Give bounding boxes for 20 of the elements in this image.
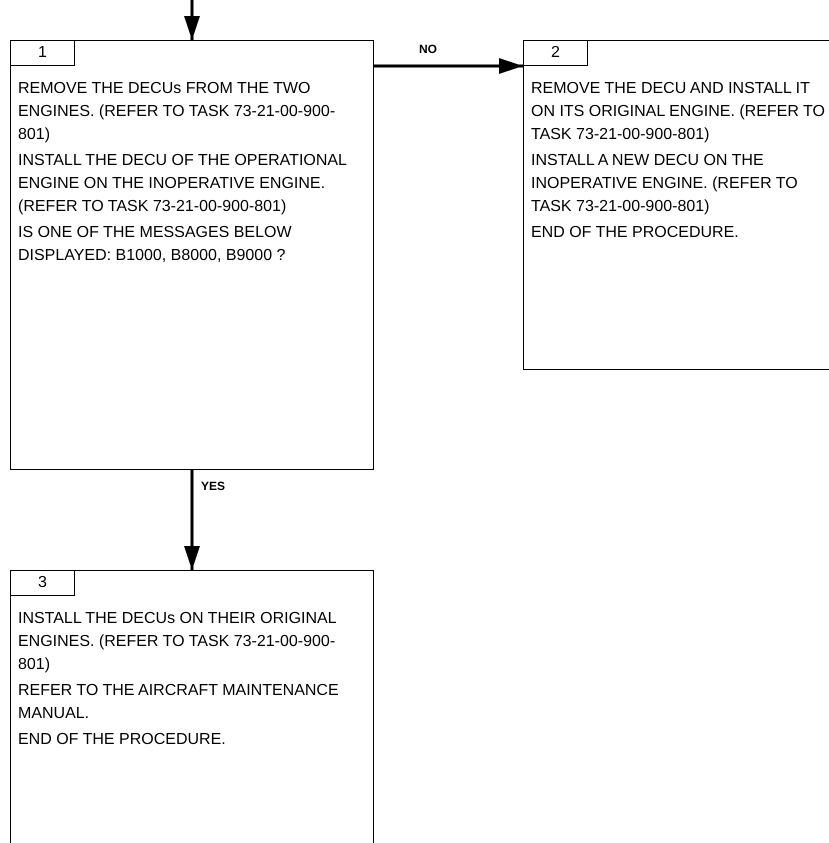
process-box <box>10 570 374 843</box>
arrow <box>374 58 523 74</box>
instruction-text: END OF THE PROCEDURE. <box>18 730 227 750</box>
instruction-text: IS ONE OF THE MESSAGES BELOW DISPLAYED: B1000, B8000, B9000 ? <box>18 223 293 266</box>
instruction-text: INSTALL THE DECU OF THE OPERATIONAL ENGINE ON THE INOPERATIVE ENGINE. (REFER TO TASK 73-21-00-900-801) <box>18 151 348 217</box>
instruction-text: REMOVE THE DECUs FROM THE TWO ENGINES. (REFER TO TASK 73-21-00-900-801) <box>18 79 336 145</box>
step-number-tab: 1 <box>11 41 75 66</box>
instruction-text: REFER TO THE AIRCRAFT MAINTENANCE MANUAL. <box>18 681 340 724</box>
instruction-text: REMOVE THE DECU AND INSTALL IT ON ITS ORIGINAL ENGINE. (REFER TO TASK 73-21-00-900-801) <box>531 79 826 145</box>
instruction-text: INSTALL A NEW DECU ON THE INOPERATIVE ENGINE. (REFER TO TASK 73-21-00-900-801) <box>531 151 799 217</box>
process-box <box>10 40 374 470</box>
instruction-text: INSTALL THE DECUs ON THEIR ORIGINAL ENGINES. (REFER TO TASK 73-21-00-900-801) <box>18 609 337 675</box>
edge-label: YES <box>200 480 226 492</box>
process-box <box>523 40 829 370</box>
arrow <box>184 0 200 40</box>
arrow <box>184 470 200 570</box>
step-number-tab: 3 <box>11 571 75 596</box>
instruction-text: END OF THE PROCEDURE. <box>531 223 740 243</box>
step-number-tab: 2 <box>524 41 588 66</box>
edge-label: NO <box>418 43 438 55</box>
